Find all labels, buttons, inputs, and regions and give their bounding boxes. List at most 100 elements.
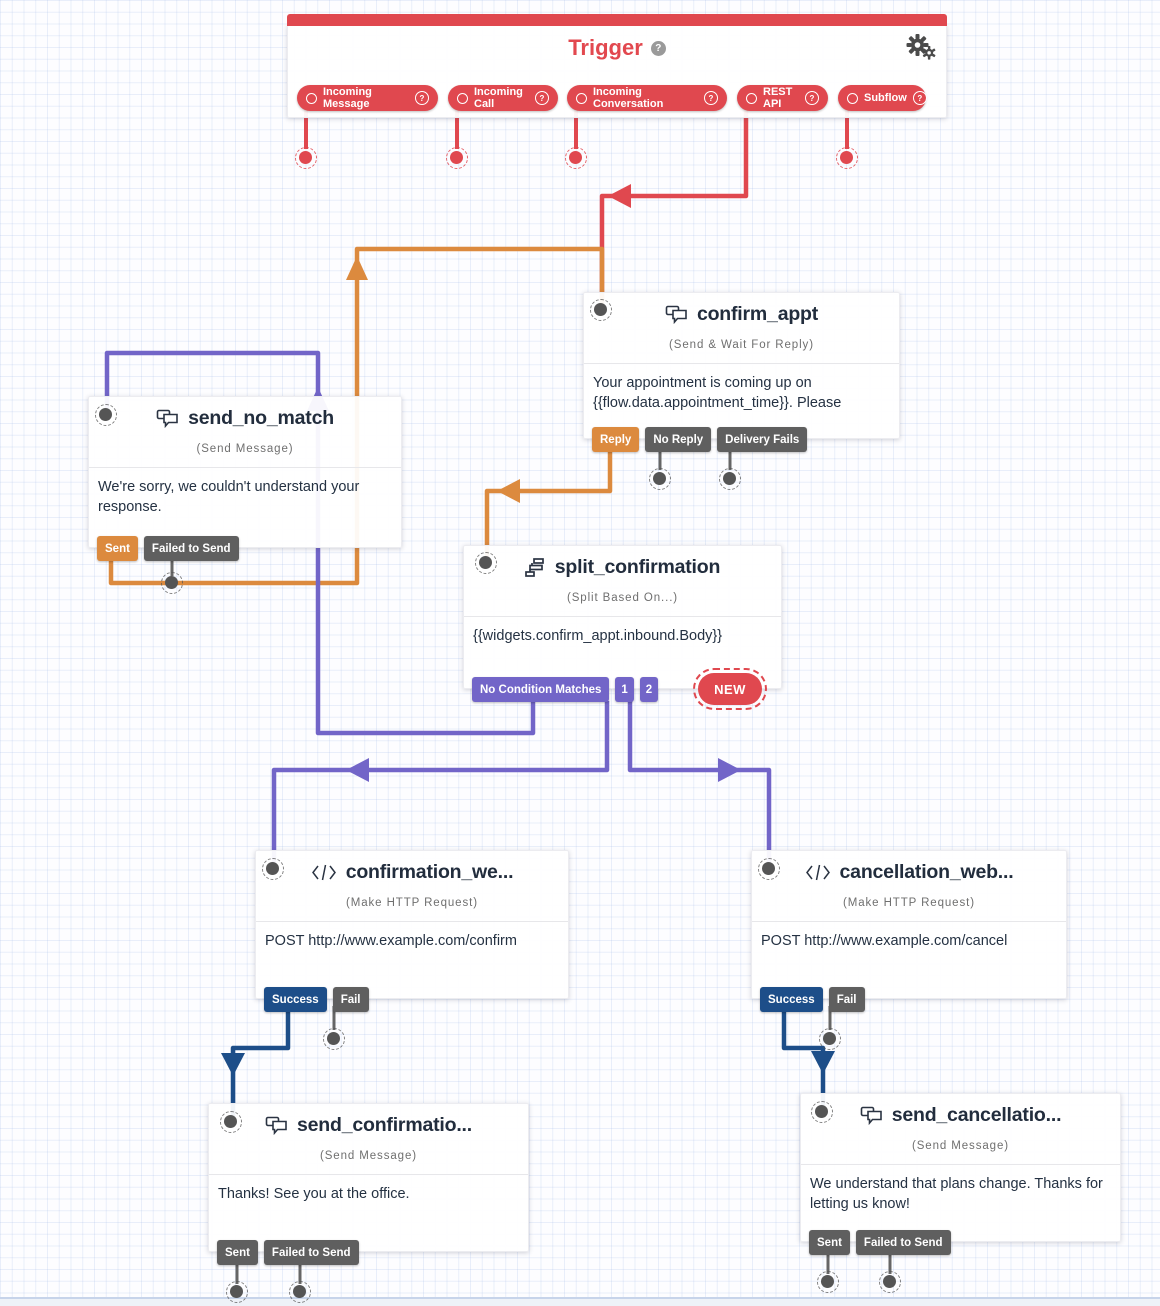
new-condition-button[interactable]: NEW — [698, 673, 762, 705]
trigger-subflow-button[interactable]: Subflow ? — [838, 85, 927, 111]
widget-send-no-match[interactable]: send_no_match (Send Message) We're sorry… — [88, 396, 402, 561]
widget-input-connector[interactable] — [758, 858, 780, 880]
chat-bubbles-icon — [156, 409, 179, 428]
radio-circle-icon — [847, 92, 858, 104]
widget-confirm-appt[interactable]: confirm_appt (Send & Wait For Reply) You… — [583, 292, 900, 452]
trigger-header-bar — [287, 14, 947, 26]
widget-type-label: (Split Based On...) — [566, 592, 679, 604]
divider — [584, 363, 899, 364]
trigger-incoming-message-button[interactable]: Incoming Message ? — [297, 85, 438, 111]
widget-cancellation-webhook[interactable]: cancellation_web... (Make HTTP Request) … — [751, 850, 1067, 1012]
trigger-output-connector[interactable] — [565, 147, 587, 169]
trigger-output-connector[interactable] — [446, 147, 468, 169]
widget-input-connector[interactable] — [811, 1101, 833, 1123]
failed-to-send-output-connector[interactable] — [161, 572, 183, 594]
widget-send-confirmation[interactable]: send_confirmatio... (Send Message) Thank… — [208, 1103, 529, 1265]
widget-type-label: (Send Message) — [320, 1150, 417, 1162]
transition-sent-button[interactable]: Sent — [809, 1230, 850, 1255]
chat-bubbles-icon — [665, 305, 688, 324]
trigger-output-connector[interactable] — [836, 147, 858, 169]
split-based-on-icon — [524, 558, 546, 577]
transition-condition-1-button[interactable]: 1 — [615, 677, 634, 702]
failed-to-send-output-connector[interactable] — [289, 1281, 311, 1303]
divider — [464, 616, 781, 617]
widget-type-label: (Send & Wait For Reply) — [669, 339, 814, 351]
widget-title: split_confirmation — [464, 556, 781, 579]
code-icon — [805, 864, 831, 881]
no-reply-output-connector[interactable] — [649, 468, 671, 490]
widget-title: confirm_appt — [584, 303, 899, 326]
help-icon[interactable]: ? — [650, 40, 666, 56]
widget-body-text: Your appointment is coming up on {{flow.… — [593, 375, 842, 411]
delivery-fails-output-connector[interactable] — [719, 468, 741, 490]
widget-body-text: We're sorry, we couldn't understand your… — [98, 479, 360, 515]
divider — [209, 1174, 528, 1175]
trigger-incoming-call-button[interactable]: Incoming Call ? — [448, 85, 558, 111]
sent-output-connector[interactable] — [817, 1271, 839, 1293]
widget-input-connector[interactable] — [95, 404, 117, 426]
trigger-widget[interactable]: Trigger ? — [287, 14, 947, 118]
transition-fail-button[interactable]: Fail — [828, 987, 865, 1012]
trigger-button-label: REST API — [763, 86, 793, 110]
transition-success-button[interactable]: Success — [264, 987, 327, 1012]
transition-reply-button[interactable]: Reply — [592, 427, 640, 452]
help-icon: ? — [805, 91, 819, 105]
transition-fail-button[interactable]: Fail — [332, 987, 369, 1012]
trigger-button-label: Incoming Conversation — [593, 86, 664, 110]
transition-failed-to-send-button[interactable]: Failed to Send — [143, 536, 239, 561]
new-condition-ring: NEW — [693, 668, 767, 710]
fail-output-connector[interactable] — [819, 1028, 841, 1050]
divider — [752, 921, 1066, 922]
help-icon: ? — [415, 91, 429, 105]
divider — [89, 467, 401, 468]
widget-title: send_cancellatio... — [801, 1104, 1120, 1127]
trigger-rest-api-button[interactable]: REST API ? — [737, 85, 828, 111]
widget-send-cancellation[interactable]: send_cancellatio... (Send Message) We un… — [800, 1093, 1121, 1255]
divider — [801, 1164, 1120, 1165]
widget-type-label: (Send Message) — [196, 443, 294, 455]
widget-title: cancellation_web... — [752, 861, 1066, 884]
transition-failed-to-send-button[interactable]: Failed to Send — [263, 1240, 359, 1265]
canvas-edge — [0, 1297, 1160, 1306]
gear-icon[interactable] — [906, 34, 936, 60]
widget-input-connector[interactable] — [475, 552, 497, 574]
widget-type-label: (Send Message) — [912, 1140, 1009, 1152]
widget-input-connector[interactable] — [220, 1111, 242, 1133]
trigger-button-label: Incoming Message — [323, 86, 372, 110]
widget-input-connector[interactable] — [590, 299, 612, 321]
radio-circle-icon — [306, 92, 317, 104]
widget-confirmation-webhook[interactable]: confirmation_we... (Make HTTP Request) P… — [255, 850, 569, 1012]
transition-success-button[interactable]: Success — [760, 987, 823, 1012]
transition-condition-2-button[interactable]: 2 — [639, 677, 659, 702]
widget-body-text: Thanks! See you at the office. — [218, 1186, 410, 1202]
widget-body-text: POST http://www.example.com/cancel — [761, 933, 1008, 949]
radio-circle-icon — [746, 92, 757, 104]
widget-title: send_confirmatio... — [209, 1114, 528, 1137]
chat-bubbles-icon — [265, 1116, 288, 1135]
failed-to-send-output-connector[interactable] — [879, 1271, 901, 1293]
transition-no-condition-matches-button[interactable]: No Condition Matches — [472, 677, 610, 702]
chat-bubbles-icon — [860, 1106, 883, 1125]
help-icon: ? — [535, 91, 549, 105]
widget-body-text: POST http://www.example.com/confirm — [265, 933, 517, 949]
sent-output-connector[interactable] — [226, 1281, 248, 1303]
widget-split-confirmation[interactable]: split_confirmation (Split Based On...) {… — [463, 545, 782, 710]
transition-sent-button[interactable]: Sent — [217, 1240, 258, 1265]
transition-delivery-fails-button[interactable]: Delivery Fails — [717, 427, 808, 452]
help-icon: ? — [704, 91, 718, 105]
fail-output-connector[interactable] — [323, 1028, 345, 1050]
trigger-button-label: Incoming Call — [474, 86, 523, 110]
radio-circle-icon — [457, 92, 468, 104]
transition-sent-button[interactable]: Sent — [97, 536, 138, 561]
widget-type-label: (Make HTTP Request) — [843, 897, 975, 909]
trigger-output-connector[interactable] — [295, 147, 317, 169]
widget-input-connector[interactable] — [262, 858, 284, 880]
trigger-title: Trigger ? — [288, 35, 946, 61]
widget-body-text: {{widgets.confirm_appt.inbound.Body}} — [473, 628, 723, 644]
radio-circle-icon — [576, 92, 587, 104]
transition-no-reply-button[interactable]: No Reply — [645, 427, 712, 452]
transition-failed-to-send-button[interactable]: Failed to Send — [855, 1230, 951, 1255]
trigger-incoming-conversation-button[interactable]: Incoming Conversation ? — [567, 85, 727, 111]
help-icon: ? — [912, 91, 927, 105]
